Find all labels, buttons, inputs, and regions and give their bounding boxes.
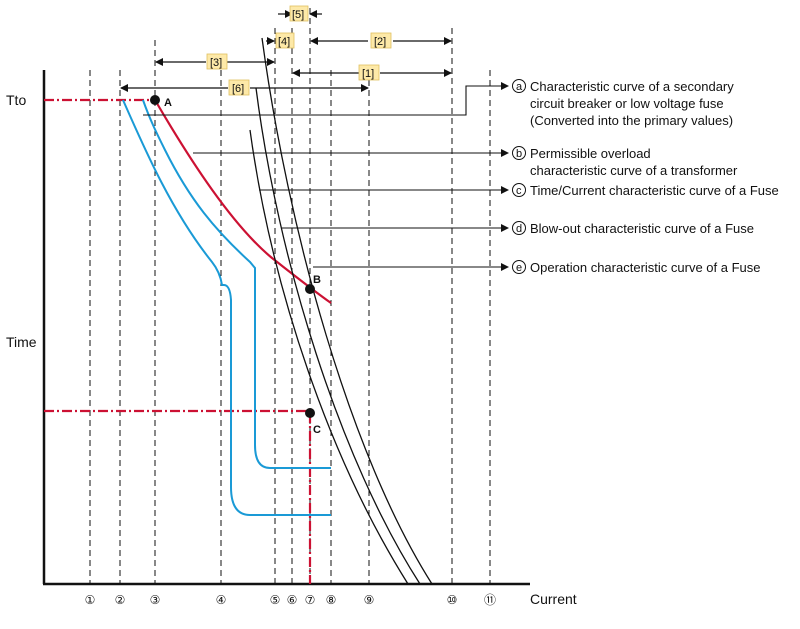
legend-b-line-1: Permissible overload bbox=[530, 146, 651, 161]
legend: a Characteristic curve of a secondary ci… bbox=[512, 79, 779, 275]
tick-label-6: ⑥ bbox=[287, 593, 298, 607]
legend-c-line-1: Time/Current characteristic curve of a F… bbox=[530, 183, 779, 198]
dim-6-label: [6] bbox=[232, 83, 244, 95]
points bbox=[150, 95, 315, 418]
tick-label-7: ⑦ bbox=[305, 593, 316, 607]
legend-letter-c: c bbox=[516, 185, 522, 197]
dim-1-label: [1] bbox=[362, 68, 374, 80]
tick-label-1: ① bbox=[85, 593, 96, 607]
fuse-curves bbox=[249, 37, 433, 585]
tick-label-9: ⑨ bbox=[364, 593, 375, 607]
legend-b-line-2: characteristic curve of a transformer bbox=[530, 163, 738, 178]
leader-a bbox=[143, 82, 509, 116]
legend-letter-e: e bbox=[516, 262, 522, 274]
point-c bbox=[305, 408, 315, 418]
red-reference-lines bbox=[44, 98, 312, 584]
legend-letter-b: b bbox=[516, 148, 522, 160]
legend-item-c: c Time/Current characteristic curve of a… bbox=[512, 183, 779, 198]
point-b-label: B bbox=[313, 274, 321, 286]
axes bbox=[42, 70, 530, 586]
dim-3-label: [3] bbox=[210, 57, 222, 69]
dimension-arrows bbox=[120, 10, 452, 92]
legend-letter-d: d bbox=[516, 223, 522, 235]
legend-item-b: b Permissible overload characteristic cu… bbox=[512, 146, 738, 178]
tick-labels: ① ② ③ ④ ⑤ ⑥ ⑦ ⑧ ⑨ ⑩ ⑪ bbox=[85, 593, 496, 607]
breaker-curve-inner bbox=[142, 99, 331, 469]
tick-label-11: ⑪ bbox=[484, 593, 496, 607]
legend-a-line-1: Characteristic curve of a secondary bbox=[530, 79, 734, 94]
vertical-reference-lines bbox=[89, 8, 491, 583]
fuse-curve-c bbox=[249, 129, 409, 585]
x-axis-title: Current bbox=[530, 591, 577, 607]
dim-2-label: [2] bbox=[374, 36, 386, 48]
legend-e-line-1: Operation characteristic curve of a Fuse bbox=[530, 260, 761, 275]
point-b bbox=[305, 284, 315, 294]
legend-a-line-2: circuit breaker or low voltage fuse bbox=[530, 96, 724, 111]
tick-label-8: ⑧ bbox=[326, 593, 337, 607]
point-a-label: A bbox=[164, 97, 172, 109]
fuse-curve-e bbox=[261, 37, 433, 585]
legend-a-line-3: (Converted into the primary values) bbox=[530, 113, 733, 128]
legend-letter-a: a bbox=[516, 81, 523, 93]
transformer-overload-curve bbox=[154, 99, 332, 304]
legend-item-d: d Blow-out characteristic curve of a Fus… bbox=[512, 221, 754, 236]
breaker-curve-outer bbox=[122, 99, 331, 516]
tick-label-2: ② bbox=[115, 593, 126, 607]
dim-5-label: [5] bbox=[292, 9, 304, 21]
tick-label-3: ③ bbox=[150, 593, 161, 607]
legend-item-a: a Characteristic curve of a secondary ci… bbox=[512, 79, 734, 128]
point-c-label: C bbox=[313, 424, 321, 436]
legend-item-e: e Operation characteristic curve of a Fu… bbox=[512, 260, 761, 275]
y-axis-title: Time bbox=[6, 334, 37, 350]
fuse-curve-d bbox=[255, 87, 421, 585]
leader-lines bbox=[143, 82, 509, 271]
breaker-curves bbox=[122, 99, 331, 516]
point-a bbox=[150, 95, 160, 105]
tick-label-4: ④ bbox=[216, 593, 227, 607]
tick-label-5: ⑤ bbox=[270, 593, 281, 607]
dimension-labels: [5] [4] [2] [3] [1] [6] bbox=[206, 5, 392, 96]
dim-4-label: [4] bbox=[278, 36, 290, 48]
legend-d-line-1: Blow-out characteristic curve of a Fuse bbox=[530, 221, 754, 236]
tick-label-10: ⑩ bbox=[447, 593, 458, 607]
tto-label: Tto bbox=[6, 92, 26, 108]
